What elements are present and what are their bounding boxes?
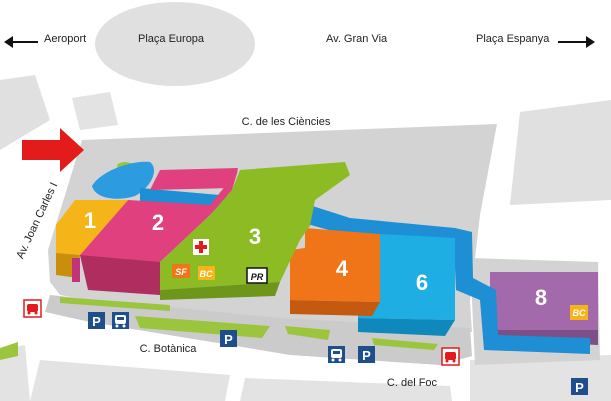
parking-icon-1-label: P — [92, 314, 101, 329]
arrow-right-icon — [558, 36, 595, 48]
hall-2-side — [80, 255, 160, 295]
hall-8-label[interactable]: 8 — [535, 285, 547, 310]
green-strip-5 — [0, 342, 18, 360]
hall-3-side — [160, 282, 280, 300]
parking-icon-2-label: P — [224, 332, 233, 347]
parking-icon-3[interactable] — [358, 346, 375, 363]
sf-badge — [172, 264, 190, 278]
taxi-icon-1[interactable] — [23, 299, 42, 318]
hall-6-roof — [358, 234, 455, 320]
green-strip-4 — [372, 338, 438, 350]
direction-placa-europa: Plaça Europa — [138, 33, 205, 45]
street-foc-label: C. del Foc — [387, 377, 438, 389]
direction-gran-via: Av. Gran Via — [326, 33, 388, 45]
block-bottom-left — [0, 345, 30, 401]
hall-4-roof — [290, 228, 380, 302]
bc-badge-hall-3 — [198, 266, 215, 280]
hall-6-label[interactable]: 6 — [416, 270, 428, 295]
hall-2-label[interactable]: 2 — [152, 210, 164, 235]
hall-4-side — [290, 300, 380, 316]
entrance-arrow-icon — [22, 128, 84, 172]
parking-icon-2[interactable] — [220, 330, 237, 347]
bc-badge-hall-8-label: BC — [573, 308, 586, 318]
bus-icon-1[interactable] — [112, 312, 129, 329]
parking-icon-1[interactable] — [88, 312, 105, 329]
hall-6-side — [358, 318, 455, 336]
block-left — [0, 75, 50, 150]
green-strip-1 — [60, 297, 170, 311]
hall-1-roof — [56, 200, 128, 255]
sf-badge-label: SF — [175, 267, 187, 277]
block-bottom-right — [240, 378, 452, 401]
green-strip-3 — [285, 326, 330, 340]
hall-2-top — [150, 168, 238, 190]
bus-icon-2[interactable] — [328, 346, 345, 363]
hall-3-roof — [160, 162, 350, 290]
block-left-2 — [72, 92, 118, 130]
hall-4-label[interactable]: 4 — [336, 256, 349, 281]
block-bottom-mid — [30, 360, 230, 401]
hall-1-bar — [72, 258, 80, 282]
parking-icon-3-label: P — [362, 348, 371, 363]
direction-aeroport: Aeroport — [44, 33, 87, 45]
direction-placa-espanya: Plaça Espanya — [476, 33, 550, 45]
hall-3-label[interactable]: 3 — [249, 224, 261, 249]
parking-icon-4-label: P — [575, 380, 584, 395]
arrow-left-icon — [4, 36, 38, 48]
roundabout-plaza — [95, 2, 255, 86]
pr-badge-label: PR — [251, 272, 264, 282]
first-aid-icon — [193, 239, 209, 255]
pond — [92, 161, 155, 199]
street-botanica-label: C. Botànica — [140, 343, 198, 355]
street-ciencies-label: C. de les Ciències — [242, 116, 331, 128]
bc-badge-hall-3-label: BC — [200, 269, 213, 279]
pr-badge — [246, 267, 268, 284]
hall-1-label[interactable]: 1 — [84, 208, 96, 233]
block-top-right — [510, 100, 611, 205]
taxi-icon-2[interactable] — [441, 347, 460, 366]
bc-badge-hall-8 — [570, 305, 588, 320]
parking-icon-4[interactable] — [571, 378, 588, 395]
